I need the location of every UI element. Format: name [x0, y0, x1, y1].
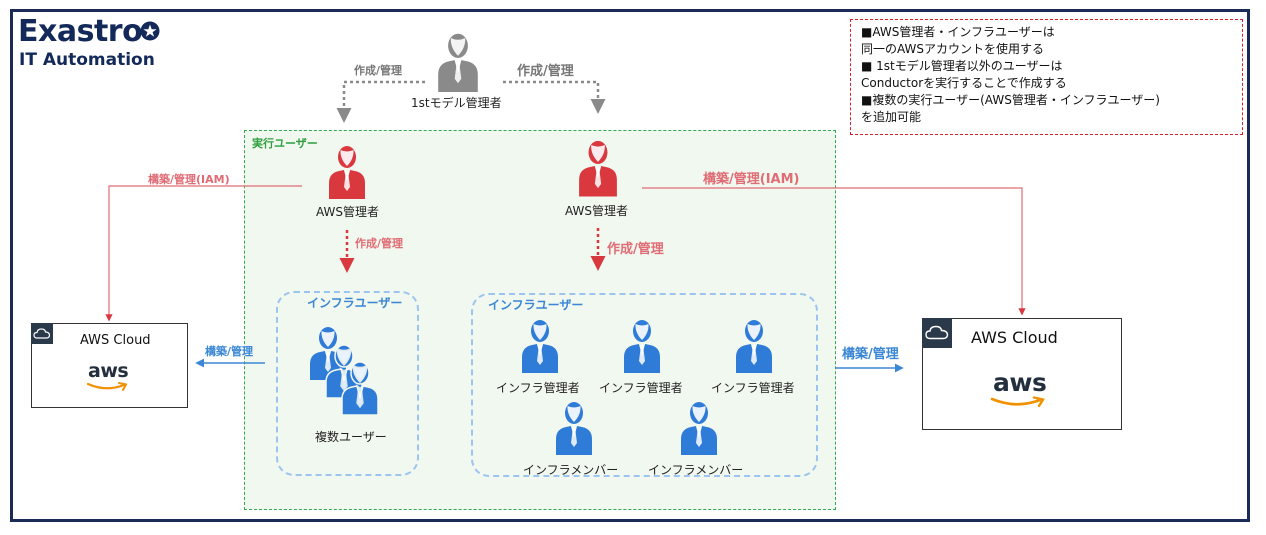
label-aws-admin-left: AWS管理者 — [316, 205, 380, 219]
label-red-right-iam: 構築/管理(IAM) — [703, 172, 800, 187]
aws-logo-text-left: aws — [88, 360, 129, 382]
cloud-icon-right — [925, 325, 949, 340]
note-line: を追加可能 — [861, 110, 922, 124]
infra-user-group-left — [276, 291, 419, 476]
aws-cloud-box-right — [922, 318, 1122, 430]
note-line: ■複数の実行ユーザー(AWS管理者・インフラユーザー) — [861, 93, 1160, 107]
logo-star-icon — [140, 21, 160, 41]
aws-logo-text-right: aws — [993, 368, 1047, 397]
aws-cloud-title-left: AWS Cloud — [80, 333, 151, 348]
label-red-right-down: 作成/管理 — [607, 242, 664, 257]
label-infra-admin-1: インフラ管理者 — [496, 381, 580, 395]
cloud-tag-left — [31, 323, 53, 344]
aws-cloud-title-right: AWS Cloud — [971, 328, 1058, 347]
cloud-icon-left — [33, 328, 51, 339]
label-infra-member-1: インフラメンバー — [523, 463, 619, 477]
note-line: Conductorを実行することで作成する — [861, 76, 1067, 90]
person-icon-aws-admin-right — [579, 140, 617, 197]
person-icon-aws-admin-left — [329, 146, 365, 199]
arrow-red-left-iam — [105, 185, 302, 322]
exec-user-group-title: 実行ユーザー — [252, 137, 318, 150]
label-red-left-down: 作成/管理 — [355, 237, 404, 250]
arrow-red-right-iam — [642, 187, 1026, 316]
infra-user-group-left-title: インフラユーザー — [304, 294, 406, 311]
label-grey-right: 作成/管理 — [517, 64, 574, 79]
label-blue-left: 構築/管理 — [205, 345, 254, 358]
person-icon-infra-member-2 — [681, 402, 717, 455]
note-line: ■AWS管理者・インフラユーザーは — [861, 25, 1055, 39]
person-icon-infra-member-1 — [556, 402, 592, 455]
arrow-grey-left — [336, 80, 425, 123]
person-icon-1st-admin — [438, 33, 478, 92]
infra-user-group-right — [471, 293, 818, 477]
aws-smile-icon-left — [86, 382, 128, 391]
label-aws-admin-right: AWS管理者 — [565, 204, 629, 218]
label-red-left-iam: 構築/管理(IAM) — [148, 173, 230, 186]
label-infra-member-2: インフラメンバー — [648, 463, 744, 477]
label-blue-right: 構築/管理 — [842, 347, 899, 362]
note-box: ■AWS管理者・インフラユーザーは 同一のAWSアカウントを使用する ■ 1st… — [850, 19, 1243, 135]
person-icon-infra-admin-2 — [624, 320, 660, 373]
note-line: 同一のAWSアカウントを使用する — [861, 42, 1045, 56]
aws-cloud-box-left — [31, 323, 188, 408]
label-grey-left: 作成/管理 — [354, 64, 403, 77]
label-multi-users: 複数ユーザー — [315, 430, 387, 444]
label-1st-admin: 1stモデル管理者 — [411, 96, 502, 110]
note-line: ■ 1stモデル管理者以外のユーザーは — [861, 59, 1063, 73]
infra-user-group-right-title: インフラユーザー — [485, 296, 587, 313]
aws-smile-icon-right — [990, 396, 1045, 408]
label-infra-admin-3: インフラ管理者 — [711, 381, 795, 395]
logo-text-it-automation: IT Automation — [19, 50, 155, 70]
person-icon-infra-admin-1 — [522, 320, 558, 373]
person-icon-infra-admin-3 — [736, 320, 772, 373]
label-infra-admin-2: インフラ管理者 — [599, 381, 683, 395]
arrow-grey-right — [503, 80, 606, 114]
logo-text-exastro: Exastro — [18, 14, 143, 49]
